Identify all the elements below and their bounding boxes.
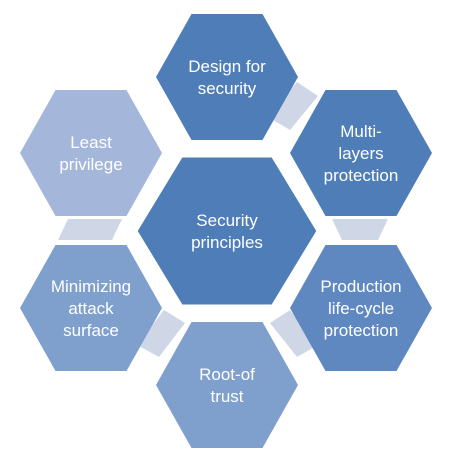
label-design-for-security-line: security — [198, 79, 257, 98]
hexagon-multi-layers-protection — [290, 90, 432, 216]
hexagon-minimizing-attack-surface — [20, 245, 162, 371]
hexagons — [20, 14, 432, 448]
connector-2 — [332, 219, 388, 240]
label-minimizing-attack-surface-line: surface — [63, 321, 119, 340]
hexagon-design-for-security — [156, 14, 298, 140]
label-design-for-security-line: Design for — [188, 57, 266, 76]
label-least-privilege-line: Least — [70, 133, 112, 152]
label-minimizing-attack-surface-line: attack — [68, 299, 114, 318]
label-multi-layers-protection-line: Multi- — [340, 122, 382, 141]
label-root-of-trust-line: Root-of — [199, 365, 255, 384]
label-least-privilege-line: privilege — [59, 155, 122, 174]
label-security-principles-line: Security — [196, 211, 258, 230]
label-production-life-cycle-protection: Production life-cycle protection — [320, 277, 401, 340]
label-multi-layers-protection-line: layers — [338, 144, 383, 163]
label-minimizing-attack-surface: Minimizing attack surface — [51, 277, 131, 340]
connector-4 — [137, 310, 185, 357]
label-root-of-trust: Root-of trust — [199, 365, 255, 406]
label-production-life-cycle-protection-line: life-cycle — [328, 299, 394, 318]
connector-3 — [270, 310, 318, 357]
connector-5 — [58, 219, 122, 240]
label-minimizing-attack-surface-line: Minimizing — [51, 277, 131, 296]
label-production-life-cycle-protection-line: protection — [324, 321, 399, 340]
connectors — [58, 82, 388, 357]
label-multi-layers-protection: Multi-layers protection — [324, 122, 399, 185]
label-design-for-security: Design for security — [188, 57, 266, 98]
hexagon-root-of-trust — [156, 322, 298, 448]
label-production-life-cycle-protection-line: Production — [320, 277, 401, 296]
label-least-privilege: Least privilege — [59, 133, 122, 174]
label-root-of-trust-line: trust — [210, 387, 243, 406]
hexagon-least-privilege — [20, 90, 162, 216]
hexagon-security-principles — [134, 154, 320, 308]
label-multi-layers-protection-line: protection — [324, 166, 399, 185]
connector-1 — [268, 82, 318, 130]
hexagon-production-life-cycle-protection — [290, 245, 432, 371]
label-security-principles-line: principles — [191, 233, 263, 252]
label-security-principles: Security principles — [191, 211, 263, 252]
